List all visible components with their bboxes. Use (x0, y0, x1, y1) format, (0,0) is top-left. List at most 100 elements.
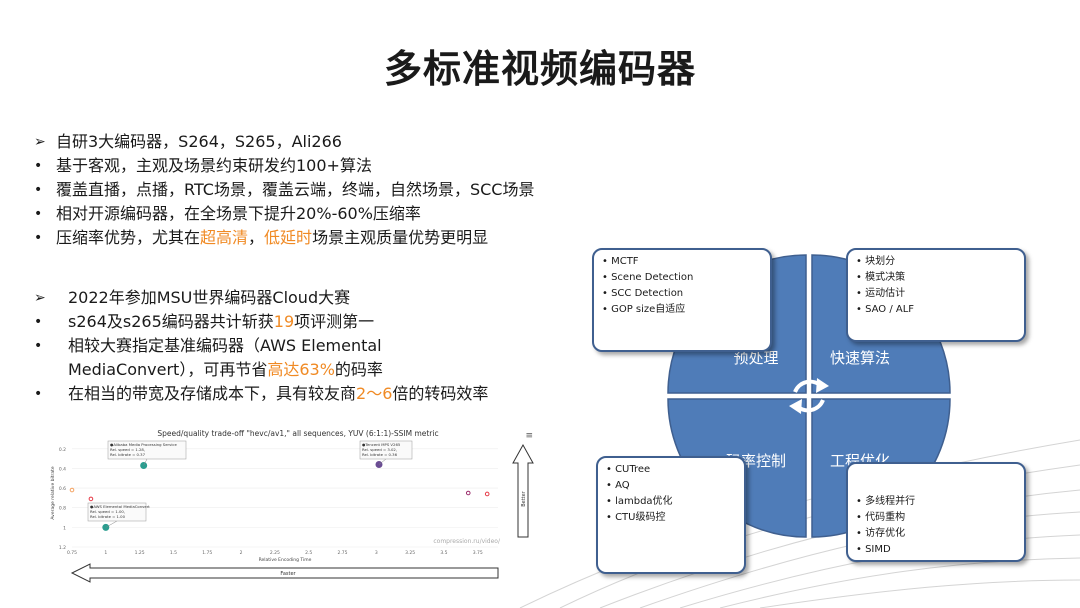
bullet-text: 相对开源编码器，在全场景下提升20%-60%压缩率 (56, 204, 421, 223)
bullet-text: 相较大赛指定基准编码器（AWS Elemental MediaConvert），… (68, 336, 382, 379)
chart-point (69, 487, 75, 493)
preprocess-item: • Scene Detection (602, 272, 694, 283)
bullet-marker: • (34, 386, 43, 402)
engineering-item: • 多线程并行 (856, 496, 916, 507)
rate-control-item: • CUTree (606, 464, 651, 475)
chart-x-tick: 1 (104, 550, 107, 556)
chart-y-tick: 0.4 (59, 466, 66, 472)
chart-y-tick: 0.6 (59, 486, 66, 492)
better-label: Better (521, 490, 527, 507)
fast-algorithm-item: • 运动估计 (856, 288, 906, 299)
preprocess-box: • MCTF• Scene Detection• SCC Detection• … (592, 248, 772, 352)
feature-item: ➢ 自研3大编码器，S264，S265，Ali266 (34, 130, 534, 154)
bullet-text: ， (248, 228, 265, 247)
chart-point (465, 490, 471, 496)
chart-point (375, 461, 383, 469)
competition-item: • 在相当的带宽及存储成本下，具有较友商2～6倍的转码效率 (34, 382, 488, 406)
chart-point (484, 491, 490, 497)
highlight-text: 2～6 (356, 384, 393, 403)
quadrant-label: 快速算法 (830, 349, 890, 367)
engineering-item: • SIMD (856, 544, 891, 555)
chart-x-tick: 1.75 (202, 550, 212, 556)
fast-algorithm-item: • 块划分 (856, 256, 896, 267)
faster-label: Faster (280, 571, 296, 577)
chart-y-tick: 1.2 (59, 545, 66, 551)
feature-item: •压缩率优势，尤其在超高清，低延时场景主观质量优势更明显 (34, 226, 534, 250)
chart-annotation-leader (105, 520, 118, 528)
chart-x-label: Relative Encoding Time (259, 557, 312, 563)
encoder-diagram: 预处理快速算法码率控制工程优化 • MCTF• Scene Detection•… (590, 248, 1030, 578)
bullet-text: 项评测第一 (294, 312, 375, 331)
speed-quality-chart: Speed/quality trade-off "hevc/av1," all … (48, 427, 538, 587)
bullet-text: s264及s265编码器共计斩获 (68, 312, 274, 331)
chart-point (140, 462, 148, 470)
rate-control-item: • CTU级码控 (606, 512, 666, 523)
chart-annotation-text: ●Tencent MPS V265 (362, 442, 401, 447)
chart-y-tick: 0.2 (59, 447, 66, 453)
cycle-arrows-icon (789, 378, 829, 414)
chart-point (88, 496, 94, 502)
bullet-marker: • (34, 338, 43, 354)
chart-x-tick: 3 (375, 550, 378, 556)
chart-x-tick: 3.5 (440, 550, 447, 556)
chart-annotation-box (359, 440, 413, 460)
chart-x-tick: 3.75 (473, 550, 483, 556)
chart-y-tick: 0.8 (59, 506, 66, 512)
bullet-marker: ➢ (34, 290, 46, 306)
chart-annotation-text: Rel. bitrate = 0.37 (110, 452, 146, 457)
bullet-text: 在相当的带宽及存储成本下，具有较友商 (68, 384, 357, 403)
fast-algorithm-box: • 块划分 • 模式决策 • 运动估计 • SAO / ALF (846, 248, 1026, 342)
rate-control-box: • CUTree • AQ • lambda优化 • CTU级码控 (596, 456, 746, 574)
rate-control-item: • lambda优化 (606, 496, 673, 507)
highlight-text: 低延时 (264, 228, 313, 247)
chart-annotation-text: Rel. bitrate = 0.36 (362, 452, 398, 457)
chart-y-label: Average relative bitrate (50, 466, 56, 520)
rate-control-item: • AQ (606, 480, 630, 491)
bullet-text: 倍的转码效率 (392, 384, 489, 403)
feature-item: •覆盖直播，点播，RTC场景，覆盖云端，终端，自然场景，SCC场景 (34, 178, 534, 202)
chart-annotation-text: ●Alibaba Media Processing Service (110, 442, 177, 447)
bullet-text: 场景主观质量优势更明显 (312, 228, 489, 247)
preprocess-item: • GOP size自适应 (602, 304, 686, 315)
chart-svg: Speed/quality trade-off "hevc/av1," all … (50, 429, 534, 583)
bullet-text: 的码率 (334, 360, 383, 379)
bullet-text: 基于客观，主观及场景约束研发约100+算法 (56, 156, 372, 175)
bullet-text: 2022年参加MSU世界编码器Cloud大赛 (68, 288, 351, 307)
competition-item: • 相较大赛指定基准编码器（AWS Elemental MediaConvert）… (34, 334, 454, 382)
chart-annotation-leader (143, 458, 148, 466)
competition-item: • s264及s265编码器共计斩获19项评测第一 (34, 310, 488, 334)
bullet-text: 自研3大编码器，S264，S265，Ali266 (56, 132, 342, 151)
bullet-marker: • (34, 182, 43, 198)
chart-point (102, 523, 110, 531)
fast-algorithm-item: • 模式决策 (856, 272, 906, 283)
chart-annotation-text: Rel. speed = 1.28, (110, 447, 145, 452)
chart-x-tick: 0.75 (67, 550, 77, 556)
chart-y-tick: 1 (63, 525, 66, 531)
competition-item: ➢ 2022年参加MSU世界编码器Cloud大赛 (34, 286, 488, 310)
highlight-text: 高达63% (267, 360, 335, 379)
faster-arrow-icon (70, 563, 499, 583)
chart-x-tick: 2 (240, 550, 243, 556)
preprocess-item: • MCTF (602, 256, 639, 267)
feature-list: ➢ 自研3大编码器，S264，S265，Ali266 • 基于客观，主观及场景约束研发… (34, 130, 534, 250)
bullet-marker: • (34, 158, 43, 174)
chart-x-tick: 2.75 (337, 550, 347, 556)
bullet-marker: ➢ (34, 134, 46, 150)
highlight-text: 19 (273, 312, 295, 331)
highlight-text: 超高清 (200, 228, 249, 247)
chart-x-tick: 1.25 (135, 550, 145, 556)
chart-annotation-text: Rel. bitrate = 1.00 (90, 514, 126, 519)
chart-annotation-box (107, 440, 187, 460)
chart-annotation-box (87, 502, 147, 522)
quadrant-label: 预处理 (733, 349, 778, 367)
engineering-box: • 多线程并行• 代码重构• 访存优化• SIMD (846, 462, 1026, 562)
chart-annotation-text: Rel. speed = 3.02, (362, 447, 397, 452)
bullet-marker: • (34, 314, 43, 330)
chart-watermark: compression.ru/video/ (433, 538, 501, 545)
chart-annotation-leader (378, 458, 387, 465)
fast-algorithm-item: • SAO / ALF (856, 304, 915, 315)
engineering-item: • 访存优化 (856, 528, 906, 539)
chart-title: Speed/quality trade-off "hevc/av1," all … (157, 429, 438, 438)
feature-item: •相对开源编码器，在全场景下提升20%-60%压缩率 (34, 202, 534, 226)
page-title: 多标准视频编码器 (383, 47, 696, 91)
